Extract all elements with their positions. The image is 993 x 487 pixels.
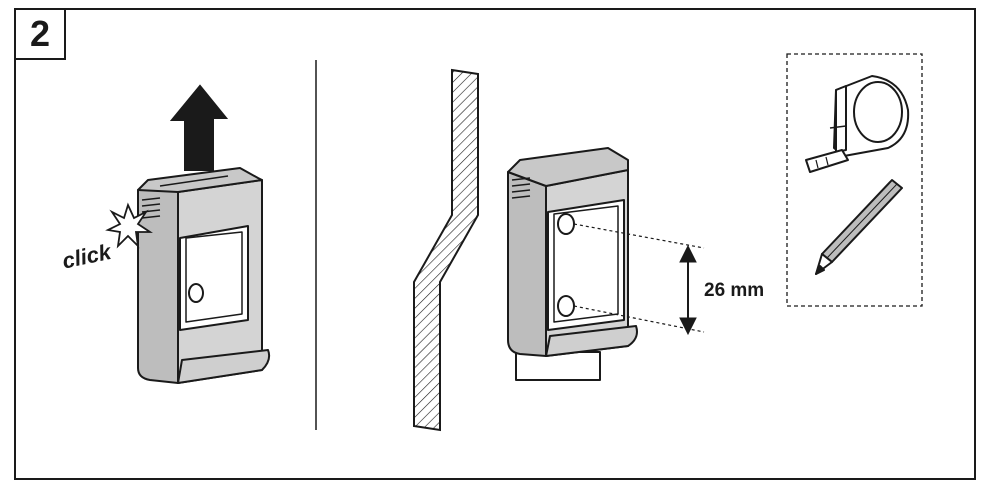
click-label: click xyxy=(60,239,115,274)
tools-box xyxy=(786,53,923,307)
left-holder xyxy=(137,167,271,384)
instruction-frame xyxy=(14,8,976,480)
click-burst-icon xyxy=(105,202,153,249)
tape-measure-icon xyxy=(805,75,910,173)
right-holder xyxy=(507,147,638,381)
dimension-indicator xyxy=(573,223,705,336)
up-arrow-icon xyxy=(169,84,229,171)
wall-section xyxy=(413,68,479,432)
measurement-label: 26 mm xyxy=(704,280,764,301)
step-number-box: 2 xyxy=(14,8,66,60)
step-number: 2 xyxy=(29,13,51,54)
pencil-icon xyxy=(815,179,903,275)
